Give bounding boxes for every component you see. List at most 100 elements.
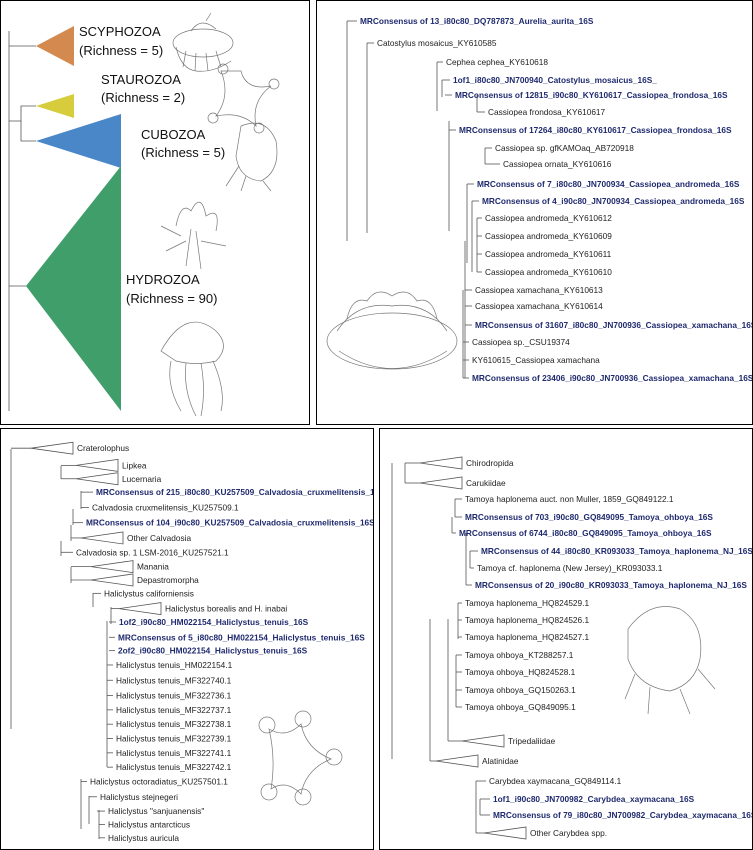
scyphozoa-richness: (Richness = 5) xyxy=(79,43,163,58)
cubozoa-collapsed-clade-20 xyxy=(483,826,527,840)
cubozoa-collapsed-clade-15 xyxy=(461,734,505,748)
scyphozoa-tip-label-10: MRConsensus of 4_i90c80_JN700934_Cassiop… xyxy=(482,196,745,206)
cassiopea-illustration xyxy=(326,291,458,370)
cubozoa-tip-label-13: Tamoya ohboya_GQ150263.1 xyxy=(465,685,576,695)
cubozoa-tip-label-15: Tripedaliidae xyxy=(508,736,556,746)
scyphozoa-tip-label-13: Cassiopea andromeda_KY610611 xyxy=(485,249,612,259)
overview-tree: SCYPHOZOA (Richness = 5) STAUROZOA (Rich… xyxy=(8,12,280,417)
hydrozoa-richness: (Richness = 90) xyxy=(126,291,217,306)
scyphozoa-tip-label-19: KY610615_Cassiopea xamachana xyxy=(472,355,600,365)
staurozoa-collapsed-clade-8 xyxy=(90,560,134,574)
cubozoa-tip-label-17: Carybdea xaymacana_GQ849114.1 xyxy=(489,776,622,786)
scyphozoa-tip-label-8: Cassiopea ornata_KY610616 xyxy=(503,159,612,169)
staurozoa-tip-label-7: Calvadosia sp. 1 LSM-2016_KU257521.1 xyxy=(76,547,229,557)
cubozoa-tip-label-5: MRConsensus of 44_i80c80_KR093033_Tamoya… xyxy=(481,546,753,556)
staurozoa-label: STAUROZOA xyxy=(101,72,181,87)
panel-scyphozoa-tree: MRConsensus of 13_i80c80_DQ787873_Aureli… xyxy=(316,0,753,425)
cubozoa-tip-label-7: MRConsensus of 20_i90c80_KR093033_Tamoya… xyxy=(475,580,747,590)
cubozoa-tip-label-0: Chirodropida xyxy=(466,458,514,468)
staurozoa-collapsed-clade-0 xyxy=(30,441,74,455)
cubozoa-tip-label-3: MRConsensus of 703_i90c80_GQ849095_Tamoy… xyxy=(465,512,713,522)
scyphozoa-tip-label-5: Cassiopea frondosa_KY610617 xyxy=(488,107,606,117)
staurozoa-collapsed-clade-2 xyxy=(75,472,119,486)
scyphozoa-tip-label-4: MRConsensus of 12815_i90c80_KY610617_Cas… xyxy=(455,90,728,100)
scyphozoa-tip-label-2: Cephea cephea_KY610618 xyxy=(446,57,548,67)
cubozoa-clade-triangle xyxy=(36,114,121,168)
staurozoa-tip-label-22: Haliclystus tenuis_MF322742.1 xyxy=(116,762,232,772)
hydrozoa-clade-triangle xyxy=(26,166,121,411)
cubozoa-tip-label-9: Tamoya haplonema_HQ824526.1 xyxy=(465,615,589,625)
hydrozoa-medusa-illustration xyxy=(160,321,224,417)
scyphozoa-tip-label-7: Cassiopea sp. gfKAMOaq_AB720918 xyxy=(495,143,634,153)
staurozoa-tip-label-16: Haliclystus tenuis_MF322740.1 xyxy=(116,675,232,685)
cubozoa-tip-label-1: Carukiidae xyxy=(466,478,506,488)
staurozoa-tip-label-23: Haliclystus octoradiatus_KU257501.1 xyxy=(90,776,228,786)
scyphozoa-tip-label-1: Catostylus mosaicus_KY610585 xyxy=(377,38,497,48)
scyphozoa-tip-label-12: Cassiopea andromeda_KY610609 xyxy=(485,231,612,241)
staurozoa-tip-label-13: MRConsensus of 5_i80c80_HM022154_Halicly… xyxy=(118,632,365,642)
scyphozoa-tree: MRConsensus of 13_i80c80_DQ787873_Aureli… xyxy=(326,16,753,383)
staurozoa-tip-label-17: Haliclystus tenuis_MF322736.1 xyxy=(116,691,232,701)
staurozoa-tip-label-26: Haliclystus antarcticus xyxy=(108,819,190,829)
hydrozoa-polyp-illustration xyxy=(160,201,227,270)
cubozoa-tip-label-20: Other Carybdea spp. xyxy=(530,828,607,838)
scyphozoa-clade-triangle xyxy=(36,26,74,66)
scyphozoa-tip-label-20: MRConsensus of 23406_i90c80_JN700936_Cas… xyxy=(472,373,753,383)
staurozoa-tip-label-11: Haliclystus borealis and H. inabai xyxy=(165,604,287,614)
staurozoa-collapsed-clade-11 xyxy=(118,602,162,616)
staurozoa-tip-label-27: Haliclystus auricula xyxy=(108,833,179,843)
cubozoa-tip-label-11: Tamoya ohboya_KT288257.1 xyxy=(465,650,574,660)
staurozoa-tip-label-25: Haliclystus "sanjuanensis" xyxy=(108,806,204,816)
staurozoa-tree: CraterolophusLipkeaLucernariaMRConsensus… xyxy=(10,441,374,843)
scyphozoa-tip-label-16: Cassiopea xamachana_KY610614 xyxy=(475,301,603,311)
cubozoa-tip-label-2: Tamoya haplonema auct. non Muller, 1859_… xyxy=(465,494,674,504)
staurozoa-tip-label-0: Craterolophus xyxy=(77,443,129,453)
scyphozoa-illustration xyxy=(172,12,234,72)
staurozoa-tip-label-5: MRConsensus of 104_i90c80_KU257509_Calva… xyxy=(86,518,374,528)
staurozoa-collapsed-clade-1 xyxy=(75,458,119,472)
scyphozoa-tip-label-9: MRConsensus of 7_i80c80_JN700934_Cassiop… xyxy=(477,179,740,189)
staurozoa-tip-label-8: Manania xyxy=(137,562,169,572)
branch-staurozoa xyxy=(9,105,36,122)
scyphozoa-tip-label-3: 1of1_i80c80_JN700940_Catostylus_mosaicus… xyxy=(453,75,657,85)
staurozoa-tip-label-4: Calvadosia cruxmelitensis_KU257509.1 xyxy=(92,502,239,512)
branch-cubozoa xyxy=(20,121,36,142)
cubozoa-collapsed-clade-16 xyxy=(435,754,479,768)
scyphozoa-tip-label-0: MRConsensus of 13_i80c80_DQ787873_Aureli… xyxy=(360,16,594,26)
staurozoa-collapsed-clade-6 xyxy=(80,531,124,545)
cubozoa-tip-label-10: Tamoya haplonema_HQ824527.1 xyxy=(465,632,589,642)
staurozoa-tip-label-6: Other Calvadosia xyxy=(127,533,191,543)
scyphozoa-tip-label-14: Cassiopea andromeda_KY610610 xyxy=(485,267,612,277)
staurozoa-tip-label-10: Haliclystus californiensis xyxy=(104,588,194,598)
cubozoa-tip-label-18: 1of1_i90c80_JN700982_Carybdea_xaymacana_… xyxy=(493,794,695,804)
scyphozoa-tip-label-11: Cassiopea andromeda_KY610612 xyxy=(485,213,612,223)
staurozoa-tip-label-3: MRConsensus of 215_i80c80_KU257509_Calva… xyxy=(96,487,374,497)
scyphozoa-tip-label-17: MRConsensus of 31607_i80c80_JN700936_Cas… xyxy=(475,320,753,330)
cubozoa-label: CUBOZOA xyxy=(141,127,206,142)
cubozoa-tip-label-8: Tamoya haplonema_HQ824529.1 xyxy=(465,598,589,608)
staurozoa-tip-label-18: Haliclystus tenuis_MF322737.1 xyxy=(116,705,232,715)
staurozoa-richness: (Richness = 2) xyxy=(101,90,185,105)
staurozoa-tip-label-19: Haliclystus tenuis_MF322738.1 xyxy=(116,719,232,729)
panel-class-overview: SCYPHOZOA (Richness = 5) STAUROZOA (Rich… xyxy=(0,0,310,425)
staurozoa-collapsed-clade-9 xyxy=(90,573,134,587)
staurozoa-illustration xyxy=(207,63,280,134)
staurozoa-tip-label-1: Lipkea xyxy=(122,460,147,470)
cubozoa-tip-label-16: Alatinidae xyxy=(482,756,519,766)
scyphozoa-tip-label-6: MRConsensus of 17264_i80c80_KY610617_Cas… xyxy=(459,125,732,135)
staurozoa-tip-label-9: Depastromorpha xyxy=(137,575,199,585)
cubozoa-richness: (Richness = 5) xyxy=(141,145,225,160)
tamoya-illustration xyxy=(624,606,716,715)
staurozoa-tip-label-12: 1of2_i90c80_HM022154_Haliclystus_tenuis_… xyxy=(119,617,309,627)
staurozoa-tip-label-2: Lucernaria xyxy=(122,474,162,484)
scyphozoa-tip-label-18: Cassiopea sp._CSU19374 xyxy=(472,337,570,347)
haliclystus-illustration xyxy=(258,710,343,806)
scyphozoa-label: SCYPHOZOA xyxy=(79,24,161,39)
cubozoa-tip-label-12: Tamoya ohboya_HQ824528.1 xyxy=(465,667,576,677)
cubozoa-collapsed-clade-1 xyxy=(419,476,463,490)
cubozoa-illustration xyxy=(225,122,278,192)
staurozoa-tip-label-24: Haliclystus stejnegeri xyxy=(100,792,178,802)
cubozoa-tip-label-4: MRConsensus of 6744_i80c80_GQ849095_Tamo… xyxy=(459,528,712,538)
